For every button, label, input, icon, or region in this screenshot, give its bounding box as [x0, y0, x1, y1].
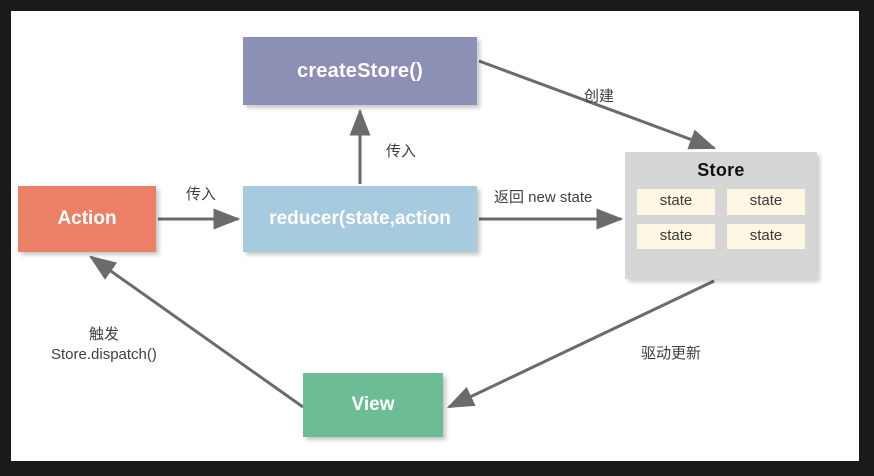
- edge-label-action-to-reducer: 传入: [186, 186, 217, 203]
- store-state-cell[interactable]: state: [637, 223, 715, 249]
- edge-label-store-to-view: 驱动更新: [641, 345, 702, 362]
- edge-layer: [89, 59, 717, 409]
- edge-label-reducer-to-store: 返回 new state: [494, 189, 593, 206]
- store-state-cell[interactable]: state: [637, 189, 715, 215]
- node-store-label: Store: [697, 160, 745, 180]
- node-view-label: View: [351, 394, 395, 415]
- edge-label-reducer-to-createstore: 传入: [386, 143, 417, 160]
- node-action-label: Action: [57, 208, 117, 229]
- node-store[interactable]: Store state state state state: [625, 152, 817, 279]
- edge-label-view-to-action-line2: Store.dispatch(): [51, 346, 157, 364]
- edge-view-to-action: [89, 255, 304, 409]
- edge-store-to-view: [446, 279, 715, 409]
- store-state-grid: state state state state: [625, 181, 817, 259]
- node-reducer[interactable]: reducer(state,action: [243, 186, 477, 252]
- node-create-store-label: createStore(): [297, 59, 423, 82]
- node-reducer-label: reducer(state,action: [269, 208, 451, 229]
- edge-label-view-to-action-line1: 触发: [88, 326, 119, 343]
- edge-label-view-to-action: 触发 Store.dispatch(): [51, 325, 157, 366]
- edge-createstore-to-store: [478, 59, 717, 150]
- node-create-store[interactable]: createStore(): [243, 37, 477, 105]
- store-state-cell[interactable]: state: [727, 189, 805, 215]
- node-view[interactable]: View: [303, 373, 443, 437]
- diagram-canvas: createStore() Action reducer(state,actio…: [11, 11, 859, 461]
- edge-label-createstore-to-store: 创建: [584, 88, 615, 105]
- store-state-cell[interactable]: state: [727, 223, 805, 249]
- node-action[interactable]: Action: [18, 186, 156, 252]
